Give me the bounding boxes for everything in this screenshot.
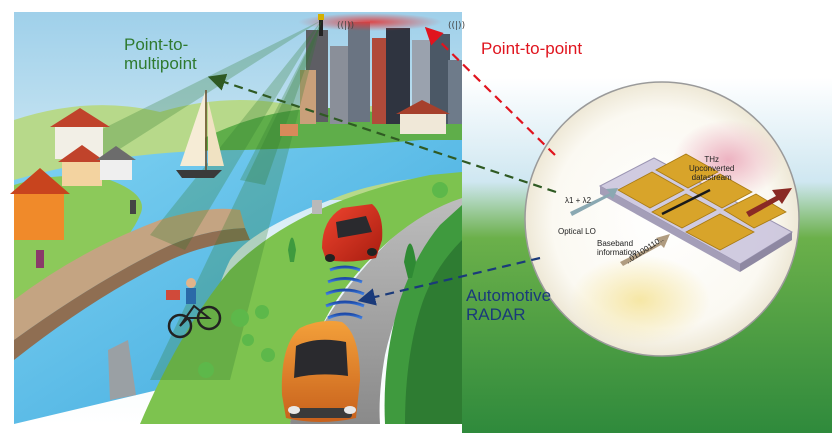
red-car [322, 204, 383, 262]
gold-pads [617, 153, 787, 251]
chip-zoom-view [524, 81, 800, 357]
label-line: Baseband [597, 239, 634, 248]
point-to-multipoint-arrow [207, 73, 557, 194]
wall-face [14, 228, 250, 360]
standing-stone [312, 200, 322, 214]
tree [288, 237, 296, 262]
label-line: Point-to- [124, 35, 189, 54]
point-to-point-label: Point-to-point [481, 39, 583, 58]
cyclist [166, 278, 222, 339]
antenna-mast-icon: ((|)) [337, 21, 354, 31]
standing-stone [108, 340, 136, 400]
label-line: THz [704, 155, 720, 164]
tree [404, 243, 416, 278]
city-skyline [300, 22, 462, 124]
bushes [198, 182, 448, 378]
pedestrian [36, 250, 44, 268]
landscape-scene: ((|)) ((|)) [10, 12, 465, 424]
point-to-multipoint-label: Point-to- multipoint [124, 35, 197, 73]
thz-output-arrow-icon [746, 188, 792, 217]
automotive-radar-arrow [357, 256, 541, 306]
antenna-tower-icon [318, 14, 324, 36]
optical-lo-label: Optical LO [558, 227, 596, 236]
automotive-radar-label: Automotive RADAR [466, 286, 552, 324]
chip-substrate-edge [740, 232, 792, 272]
wavelengths-label: λ1 + λ2 [565, 196, 592, 205]
houses [10, 100, 450, 240]
label-line: datastream [691, 173, 732, 183]
baseband-arrow-icon [620, 234, 670, 266]
label-line: multipoint [124, 53, 197, 73]
baseband-glow [570, 255, 710, 345]
point-to-point-beam-glow [298, 13, 442, 31]
baseband-label: Baseband information [597, 239, 637, 257]
label-line: RADAR [466, 304, 526, 324]
pedestrian [130, 200, 136, 214]
sailboat [176, 90, 224, 178]
orange-car [281, 320, 360, 422]
forest-dark [405, 240, 462, 424]
chip-substrate-edge [600, 186, 740, 272]
antenna-gap [661, 188, 711, 216]
label-line: Upconverted [689, 164, 735, 174]
label-line: Automotive [466, 286, 552, 305]
label-line: information [597, 248, 637, 258]
stone-wall [14, 208, 245, 340]
thz-output-label: THz Upconverted datastream [689, 155, 734, 183]
antenna-mast-icon: ((|)) [448, 21, 465, 31]
optical-lo-arrow-icon [570, 188, 618, 216]
